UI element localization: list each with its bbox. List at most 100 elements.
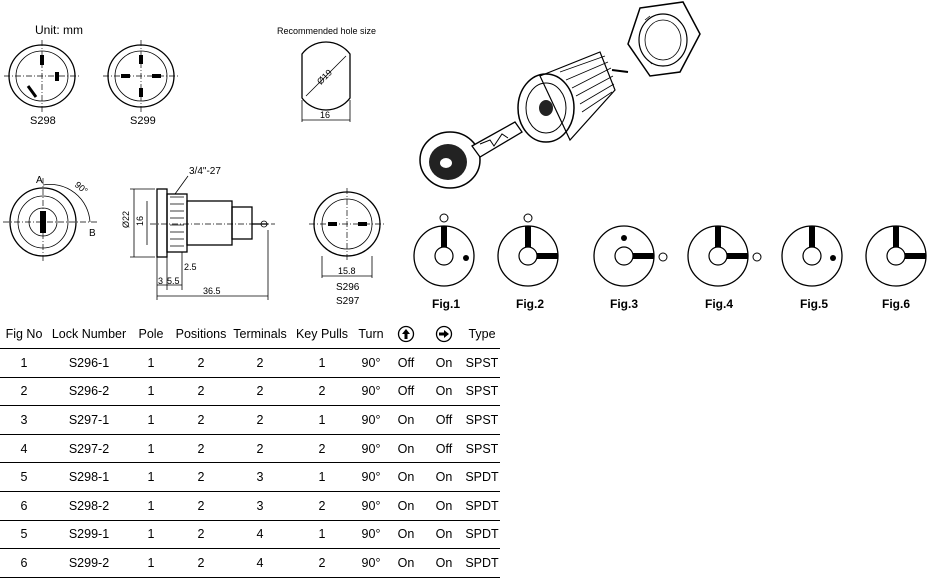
front-view-rotation: A B 90° xyxy=(3,175,98,262)
dim-15-8-label: 15.8 xyxy=(338,266,356,276)
fig1-diagram: Fig.1 xyxy=(413,213,475,311)
unit-label: Unit: mm xyxy=(35,23,83,37)
cell-type: SPDT xyxy=(464,491,500,521)
cell-fig-no: 5 xyxy=(0,520,48,550)
cell-right-state: On xyxy=(424,491,464,521)
dim-36-5-label: 36.5 xyxy=(203,286,221,296)
cell-positions: 2 xyxy=(172,377,230,407)
side-view-drawing: 3/4"-27 Ø22 16 2.5 3 5.5 36.5 xyxy=(121,166,275,300)
table-header-row: Fig No Lock Number Pole Positions Termin… xyxy=(0,320,500,349)
cell-lock-number: S297-2 xyxy=(48,434,130,464)
cell-right-state: On xyxy=(424,377,464,407)
dim-16-label: 16 xyxy=(135,216,145,226)
cell-type: SPDT xyxy=(464,520,500,550)
col-pole: Pole xyxy=(130,320,172,349)
cell-pole: 1 xyxy=(130,377,172,407)
cell-up-state: Off xyxy=(388,377,424,407)
col-right xyxy=(424,320,464,349)
cell-terminals: 2 xyxy=(230,348,290,378)
cell-lock-number: S298-2 xyxy=(48,491,130,521)
col-type: Type xyxy=(464,320,500,349)
col-fig-no: Fig No xyxy=(0,320,48,349)
cell-turn: 90° xyxy=(354,405,388,435)
cell-key-pulls: 1 xyxy=(290,520,354,550)
cell-up-state: On xyxy=(388,520,424,550)
s298-face-view: S298 xyxy=(4,40,80,127)
cell-terminals: 2 xyxy=(230,405,290,435)
cell-positions: 2 xyxy=(172,434,230,464)
cell-right-state: Off xyxy=(424,405,464,435)
cell-up-state: Off xyxy=(388,348,424,378)
fig3-label: Fig.3 xyxy=(610,297,638,311)
fig4-diagram: Fig.4 xyxy=(687,225,762,311)
cell-key-pulls: 2 xyxy=(290,491,354,521)
cell-right-state: On xyxy=(424,520,464,550)
fig2-label: Fig.2 xyxy=(516,297,544,311)
recommended-hole-drawing: Recommended hole size Ø19 16 xyxy=(277,26,376,122)
fig5-diagram: Fig.5 xyxy=(781,225,843,311)
col-key-pulls: Key Pulls xyxy=(290,320,354,349)
cell-pole: 1 xyxy=(130,405,172,435)
cell-fig-no: 6 xyxy=(0,491,48,521)
cell-up-state: On xyxy=(388,462,424,492)
cell-pole: 1 xyxy=(130,462,172,492)
cell-fig-no: 1 xyxy=(0,348,48,378)
dim-2-5-label: 2.5 xyxy=(184,262,197,272)
s297-label: S297 xyxy=(336,296,360,307)
cell-turn: 90° xyxy=(354,520,388,550)
cell-terminals: 3 xyxy=(230,491,290,521)
s298-label: S298 xyxy=(30,115,56,127)
cell-positions: 2 xyxy=(172,405,230,435)
thread-label: 3/4"-27 xyxy=(189,166,221,177)
cell-terminals: 3 xyxy=(230,462,290,492)
cell-turn: 90° xyxy=(354,434,388,464)
cell-key-pulls: 2 xyxy=(290,377,354,407)
cell-key-pulls: 1 xyxy=(290,348,354,378)
lock-cylinder-illustration xyxy=(517,51,629,143)
cell-pole: 1 xyxy=(130,348,172,378)
fig6-label: Fig.6 xyxy=(882,297,910,311)
cell-lock-number: S299-1 xyxy=(48,520,130,550)
cell-fig-no: 5 xyxy=(0,462,48,492)
cell-lock-number: S298-1 xyxy=(48,462,130,492)
point-a-label: A xyxy=(36,175,43,186)
fig6-diagram: Fig.6 xyxy=(865,225,927,311)
arrow-up-circle-icon xyxy=(397,325,415,343)
cell-terminals: 4 xyxy=(230,520,290,550)
fig1-label: Fig.1 xyxy=(432,297,460,311)
s299-label: S299 xyxy=(130,115,156,127)
cell-lock-number: S296-2 xyxy=(48,377,130,407)
cell-fig-no: 3 xyxy=(0,405,48,435)
cell-key-pulls: 1 xyxy=(290,405,354,435)
fig4-label: Fig.4 xyxy=(705,297,733,311)
hole-diameter-label: Ø19 xyxy=(315,67,334,86)
cell-type: SPDT xyxy=(464,462,500,492)
cell-key-pulls: 1 xyxy=(290,462,354,492)
cell-turn: 90° xyxy=(354,348,388,378)
dim-5-5-label: 5.5 xyxy=(167,276,180,286)
cell-right-state: Off xyxy=(424,434,464,464)
col-terminals: Terminals xyxy=(230,320,290,349)
s299-face-view: S299 xyxy=(103,40,179,127)
cell-right-state: On xyxy=(424,348,464,378)
spec-table: Fig No Lock Number Pole Positions Termin… xyxy=(0,320,500,578)
arrow-right-circle-icon xyxy=(435,325,453,343)
cell-terminals: 2 xyxy=(230,377,290,407)
cell-terminals: 2 xyxy=(230,434,290,464)
cell-turn: 90° xyxy=(354,491,388,521)
dia-22-label: Ø22 xyxy=(121,211,131,228)
fig2-diagram: Fig.2 xyxy=(497,213,559,311)
cell-positions: 2 xyxy=(172,491,230,521)
cell-right-state: On xyxy=(424,462,464,492)
fig5-label: Fig.5 xyxy=(800,297,828,311)
col-turn: Turn xyxy=(354,320,388,349)
cell-up-state: On xyxy=(388,434,424,464)
cell-lock-number: S297-1 xyxy=(48,405,130,435)
col-up xyxy=(388,320,424,349)
cell-positions: 2 xyxy=(172,462,230,492)
